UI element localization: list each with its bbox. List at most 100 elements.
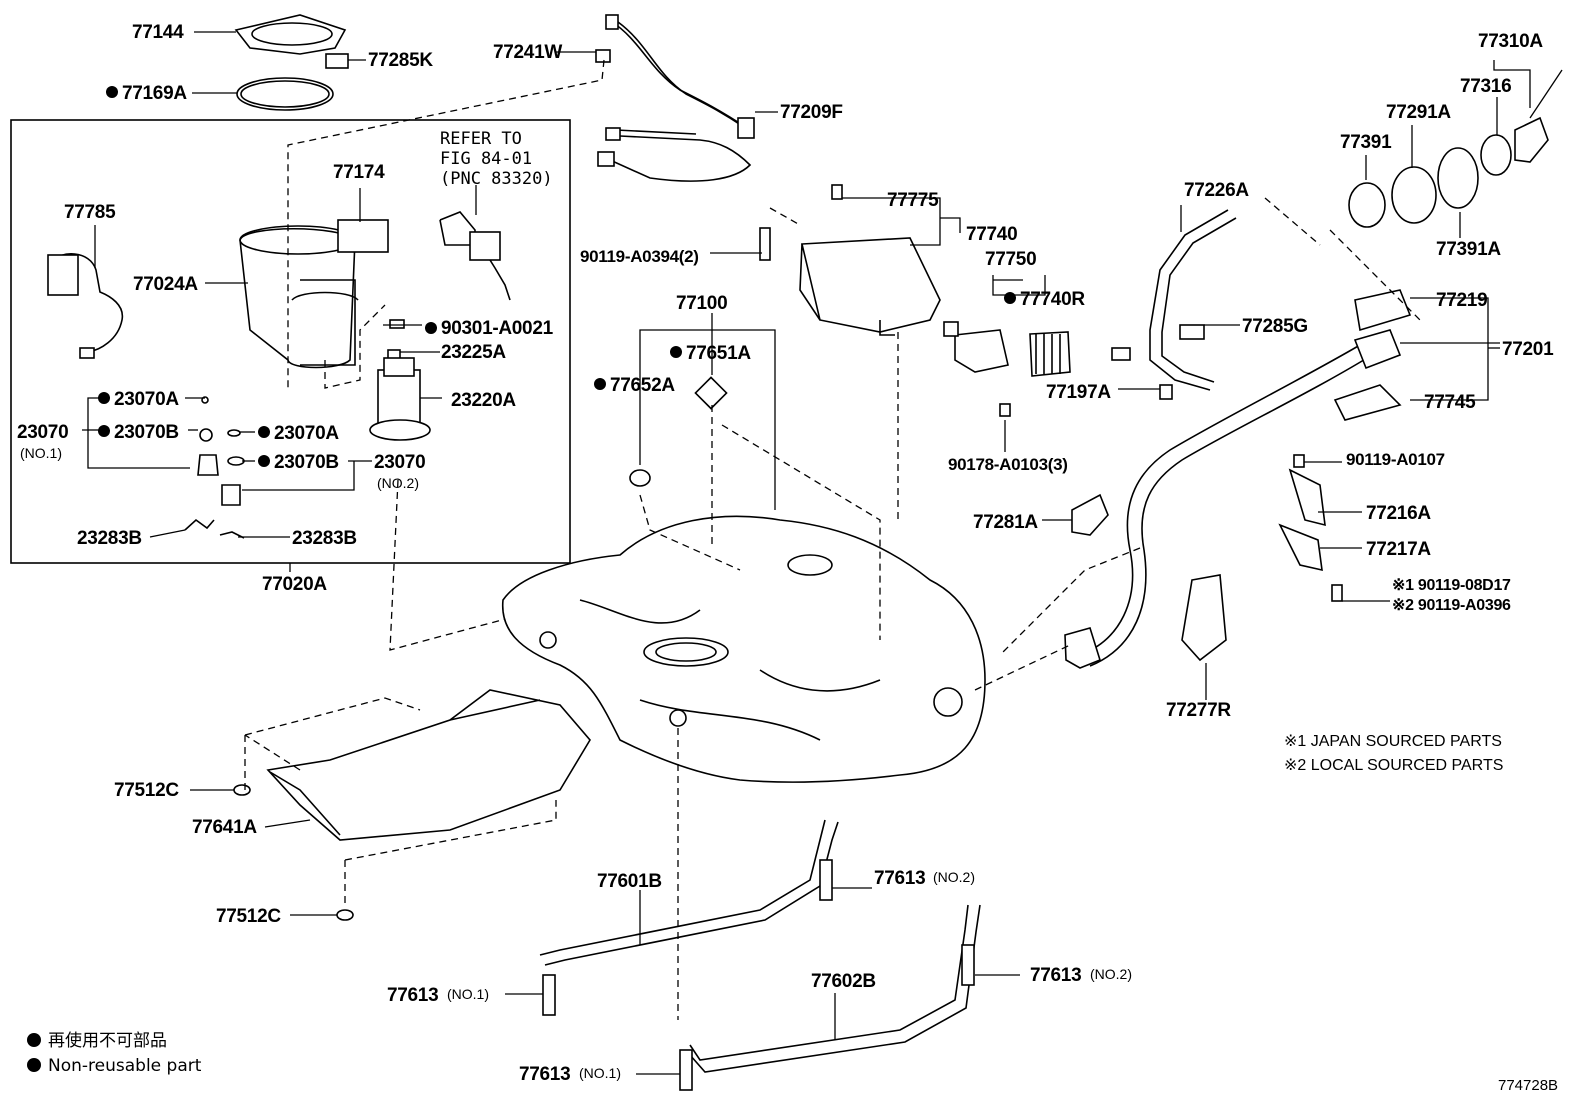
- filler-leaders: [999, 60, 1531, 656]
- sender-ref-83320: [439, 211, 511, 301]
- box-leaders: [82, 185, 477, 538]
- protector-77281A: [1042, 493, 1109, 536]
- label-77512C-1: 77512C: [114, 780, 179, 801]
- note-japan: ※1 JAPAN SOURCED PARTS: [1284, 733, 1502, 750]
- label-23283B-1: 23283B: [77, 528, 142, 549]
- label-77785: 77785: [64, 202, 116, 223]
- label-23070-no2: 23070: [374, 452, 425, 473]
- label-77277R: 77277R: [1166, 700, 1231, 721]
- label-77219: 77219: [1436, 290, 1487, 311]
- figure-id: 774728B: [1498, 1077, 1558, 1094]
- fuel-sender-77785: [47, 253, 124, 359]
- refer-line-3: (PNC 83320): [440, 169, 553, 189]
- refer-line-2: FIG 84-01: [440, 149, 532, 169]
- note-local: ※2 LOCAL SOURCED PARTS: [1284, 757, 1503, 774]
- label-77740: 77740: [966, 224, 1017, 245]
- label-77601B: 77601B: [597, 871, 662, 892]
- clips-23283B: [184, 518, 245, 539]
- label-77020A: 77020A: [262, 574, 327, 595]
- label-90178-A0103: 90178-A0103(3): [948, 455, 1068, 474]
- label-23225A: 23225A: [441, 342, 506, 363]
- label-23070A-2: 23070A: [274, 423, 339, 444]
- small-seals: [387, 319, 405, 361]
- label-77613-1: 77613: [874, 868, 925, 889]
- label-77602B: 77602B: [811, 971, 876, 992]
- label-77197A: 77197A: [1046, 382, 1111, 403]
- label-77740R: 77740R: [1020, 289, 1085, 310]
- fuel-filter-23220A: [369, 357, 431, 441]
- label-23070A-1: 23070A: [114, 389, 179, 410]
- label-77285K: 77285K: [368, 50, 433, 71]
- filler-brackets: [1278, 454, 1390, 602]
- label-77281A: 77281A: [973, 512, 1038, 533]
- label-77285G: 77285G: [1242, 316, 1308, 337]
- label-77391A: 77391A: [1436, 239, 1501, 260]
- fuel-cap-assembly: [1348, 69, 1563, 228]
- label-90119-A0396: ※2 90119-A0396: [1392, 597, 1511, 614]
- label-77613-4: 77613: [519, 1064, 570, 1085]
- canister-leaders: [710, 197, 1046, 520]
- label-77391: 77391: [1340, 132, 1392, 153]
- label-77652A: 77652A: [610, 375, 675, 396]
- connector-77285K: [325, 53, 349, 69]
- label-90301-A0021: 90301-A0021: [441, 318, 554, 339]
- pressure-regulators-23070: [197, 396, 245, 506]
- legend: 再使用不可部品 Non-reusable part: [27, 1030, 202, 1076]
- label-77169A: 77169A: [122, 83, 187, 104]
- charcoal-canister-77740: [759, 184, 941, 336]
- label-77216A: 77216A: [1366, 503, 1431, 524]
- label-77144: 77144: [132, 22, 184, 43]
- strap-77601B: [539, 819, 872, 966]
- label-77613-2-no: (NO.2): [1090, 966, 1132, 982]
- legend-jp: 再使用不可部品: [48, 1030, 167, 1051]
- label-23220A: 23220A: [451, 390, 516, 411]
- legend-dot-2: [27, 1058, 41, 1072]
- breather-hose-77226A: [1111, 209, 1237, 400]
- filler-pipe-77201: [1064, 289, 1412, 669]
- fuel-pump-retainer-77144: [234, 14, 347, 55]
- label-77024A: 77024A: [133, 274, 198, 295]
- label-no2: (NO.2): [377, 475, 419, 491]
- label-77641A: 77641A: [192, 817, 257, 838]
- label-77209F: 77209F: [780, 102, 843, 123]
- label-77201: 77201: [1502, 339, 1554, 360]
- heat-insulator-77641A: [266, 689, 591, 841]
- label-77316: 77316: [1460, 76, 1511, 97]
- strap-77602B: [505, 904, 1020, 1091]
- label-77613-2: 77613: [1030, 965, 1081, 986]
- label-77651A: 77651A: [686, 343, 751, 364]
- label-77174: 77174: [333, 162, 385, 183]
- label-77613-3: 77613: [387, 985, 438, 1006]
- label-23070-no1: 23070: [17, 422, 68, 443]
- label-77217A: 77217A: [1366, 539, 1431, 560]
- label-23070B-2: 23070B: [274, 452, 339, 473]
- part-labels: 77144 77285K 77241W 77169A 77209F 77310A…: [17, 22, 1554, 1085]
- vent-hose-77209F: [595, 14, 755, 182]
- tank-leaders: [639, 313, 1071, 1020]
- label-77750: 77750: [985, 249, 1036, 270]
- legend-en: Non-reusable part: [48, 1056, 202, 1076]
- label-77745: 77745: [1424, 392, 1476, 413]
- label-77241W: 77241W: [493, 42, 562, 63]
- label-77775: 77775: [887, 190, 939, 211]
- label-23070B-1: 23070B: [114, 422, 179, 443]
- label-77226A: 77226A: [1184, 180, 1249, 201]
- label-77310A: 77310A: [1478, 31, 1543, 52]
- fuel-pump-module-77024A: [239, 219, 389, 369]
- label-no1: (NO.1): [20, 445, 62, 461]
- legend-dot-1: [27, 1033, 41, 1047]
- label-77613-1-no: (NO.2): [933, 869, 975, 885]
- gasket-77169A: [236, 77, 334, 111]
- refer-line-1: REFER TO: [440, 129, 522, 149]
- label-77100: 77100: [676, 293, 727, 314]
- label-90119-A0394: 90119-A0394(2): [580, 247, 699, 266]
- insulator-leaders: [190, 697, 557, 921]
- label-23283B-2: 23283B: [292, 528, 357, 549]
- label-90119-A0107: 90119-A0107: [1346, 450, 1445, 469]
- vent-valve-77750: [943, 321, 1071, 417]
- label-77613-3-no: (NO.1): [447, 986, 489, 1002]
- label-77613-4-no: (NO.1): [579, 1065, 621, 1081]
- fuel-tank-77100: [501, 515, 986, 783]
- label-90119-08D17: ※1 90119-08D17: [1392, 577, 1511, 594]
